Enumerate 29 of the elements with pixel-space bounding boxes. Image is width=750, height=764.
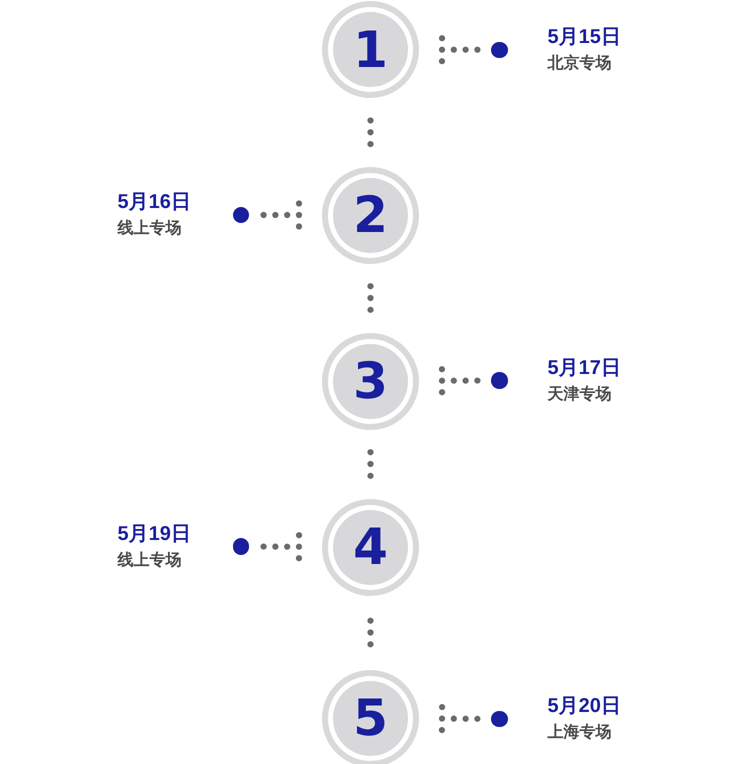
step-number: 5 bbox=[353, 693, 388, 743]
timeline-dot bbox=[491, 710, 508, 728]
dotted-connector bbox=[367, 618, 374, 648]
step-number: 4 bbox=[353, 522, 388, 572]
date-label: 5月15日 bbox=[548, 24, 621, 49]
date-label: 5月16日 bbox=[118, 190, 191, 214]
timeline-dot bbox=[491, 372, 508, 389]
dotted-connector bbox=[260, 200, 302, 230]
dotted-connector bbox=[438, 35, 481, 64]
date-label: 5月20日 bbox=[548, 694, 621, 718]
timeline-dot bbox=[491, 42, 508, 58]
dotted-connector bbox=[367, 283, 374, 313]
date-label: 5月19日 bbox=[118, 522, 191, 546]
step-number: 3 bbox=[353, 356, 388, 406]
dotted-connector bbox=[438, 366, 481, 396]
step-number: 2 bbox=[353, 190, 388, 240]
timeline-dot bbox=[232, 206, 250, 224]
step-number: 1 bbox=[353, 24, 388, 74]
dotted-connector bbox=[367, 449, 374, 479]
timeline-dot bbox=[232, 538, 250, 555]
date-label: 5月17日 bbox=[548, 356, 621, 380]
venue-label: 线上专场 bbox=[118, 219, 182, 239]
venue-label: 北京专场 bbox=[548, 54, 612, 74]
dotted-connector bbox=[367, 117, 374, 148]
venue-label: 上海专场 bbox=[548, 723, 612, 743]
venue-label: 线上专场 bbox=[118, 550, 182, 570]
dotted-connector bbox=[260, 532, 302, 562]
dotted-connector bbox=[438, 704, 481, 734]
venue-label: 天津专场 bbox=[548, 384, 612, 404]
